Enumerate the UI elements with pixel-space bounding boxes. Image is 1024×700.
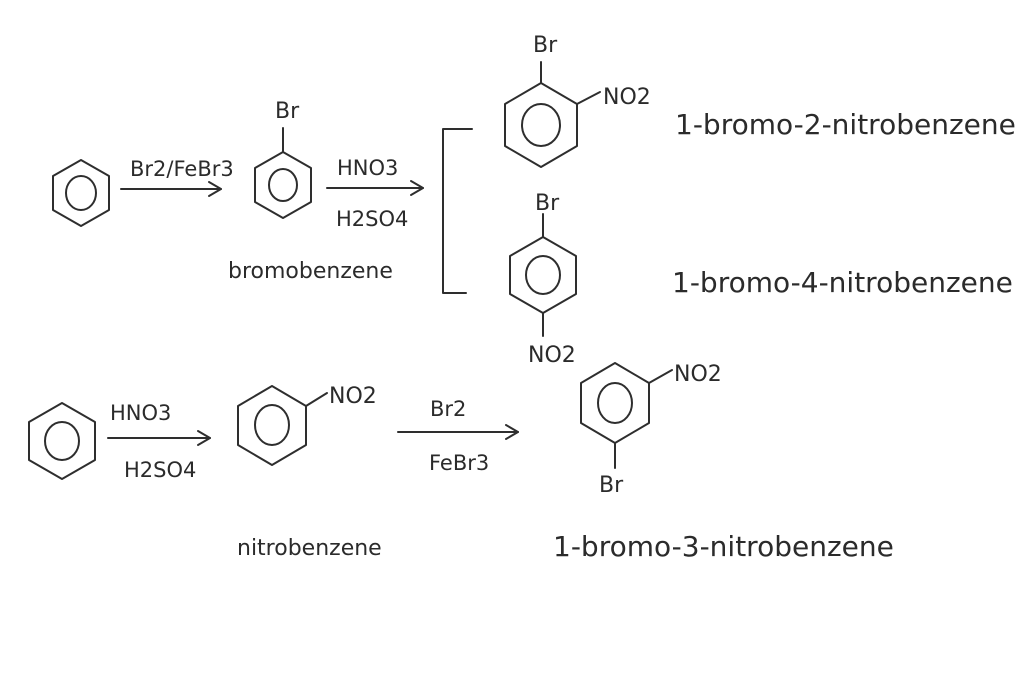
- meta-br-label: Br: [599, 473, 624, 498]
- para-br-label: Br: [535, 191, 560, 216]
- reagent-h2so4-bottom-2: H2SO4: [124, 458, 196, 482]
- arrow-nitration-1: [326, 180, 424, 196]
- reagent-br2-top: Br2: [430, 397, 466, 421]
- arrow-nitration-2: [107, 430, 211, 446]
- para-product-name: 1-bromo-4-nitrobenzene: [672, 266, 1013, 299]
- meta-no2-bond: [648, 369, 673, 384]
- reagent-febr3-bottom: FeBr3: [429, 451, 489, 475]
- benzene-ring-start-2: [28, 402, 96, 480]
- ortho-product-ring: [504, 82, 578, 168]
- arrow-bromination-1: [120, 181, 222, 197]
- product-bracket: [442, 128, 473, 294]
- nitrobenzene-no2-label: NO2: [329, 384, 377, 409]
- bromobenzene-ring: [254, 151, 312, 219]
- reagent-br2-febr3: Br2/FeBr3: [130, 157, 234, 181]
- meta-product-ring: [580, 362, 650, 444]
- nitrobenzene-no2-bond: [305, 392, 328, 407]
- meta-product-name: 1-bromo-3-nitrobenzene: [553, 530, 894, 563]
- meta-no2-label: NO2: [674, 362, 722, 387]
- ortho-product-name: 1-bromo-2-nitrobenzene: [675, 108, 1016, 141]
- arrow-bromination-2: [397, 424, 519, 440]
- bromobenzene-br-label: Br: [275, 99, 300, 124]
- reagent-h2so4-bottom: H2SO4: [336, 207, 408, 231]
- reagent-hno3-top-2: HNO3: [110, 401, 171, 425]
- nitrobenzene-name: nitrobenzene: [237, 536, 382, 561]
- ortho-no2-label: NO2: [603, 85, 651, 110]
- para-product-ring: [509, 236, 577, 314]
- para-no2-label: NO2: [528, 343, 576, 368]
- benzene-ring-start-1: [52, 159, 110, 227]
- bromobenzene-name: bromobenzene: [228, 259, 393, 284]
- ortho-br-label: Br: [533, 33, 558, 58]
- reagent-hno3-top: HNO3: [337, 156, 398, 180]
- nitrobenzene-ring: [237, 385, 307, 466]
- ortho-no2-bond: [576, 91, 601, 105]
